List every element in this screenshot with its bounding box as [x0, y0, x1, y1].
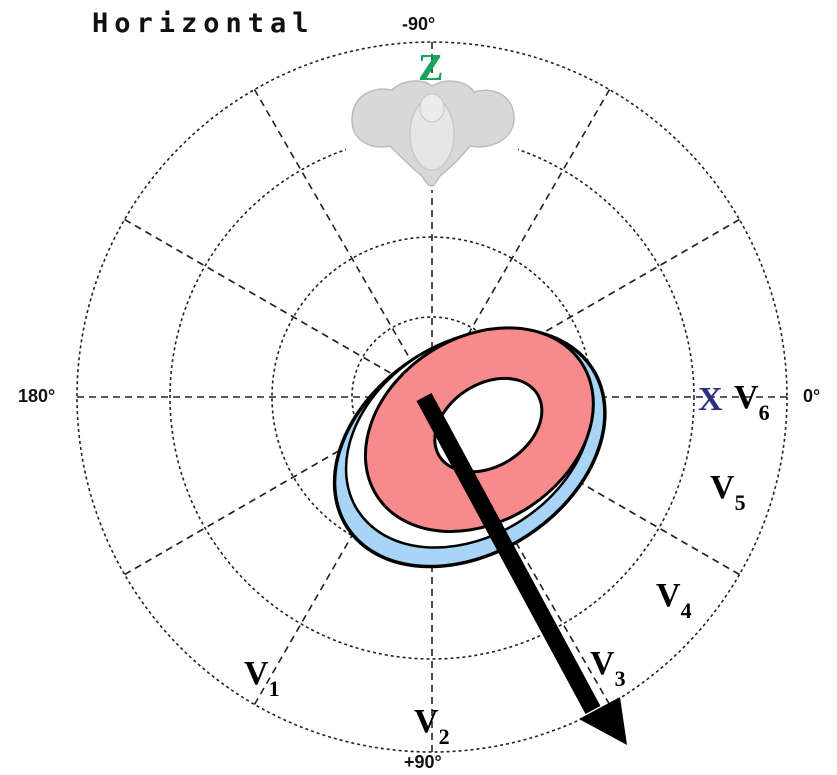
lead-v5: V5	[710, 469, 746, 515]
degree-label-top: -90°	[402, 14, 435, 34]
torso-top-view-icon	[346, 78, 518, 190]
mean-vector-arrow-icon	[416, 392, 627, 745]
lead-v4: V4	[656, 577, 692, 623]
degree-label-right: 0°	[803, 386, 820, 406]
degree-label-left: 180°	[18, 386, 55, 406]
grid-spoke	[124, 218, 433, 398]
lead-v2: V2	[414, 703, 450, 749]
x-axis-label: X	[698, 381, 723, 418]
heart-cross-section-icon	[332, 326, 607, 569]
grid-ring-3	[169, 134, 695, 660]
lead-v1: V1	[244, 655, 280, 701]
z-axis-label: Z	[418, 47, 443, 89]
lead-v3: V3	[590, 645, 626, 691]
diagram-title: Horizontal	[92, 8, 315, 39]
lead-v6: V6	[734, 379, 770, 425]
degree-label-bottom: +90°	[404, 752, 442, 772]
